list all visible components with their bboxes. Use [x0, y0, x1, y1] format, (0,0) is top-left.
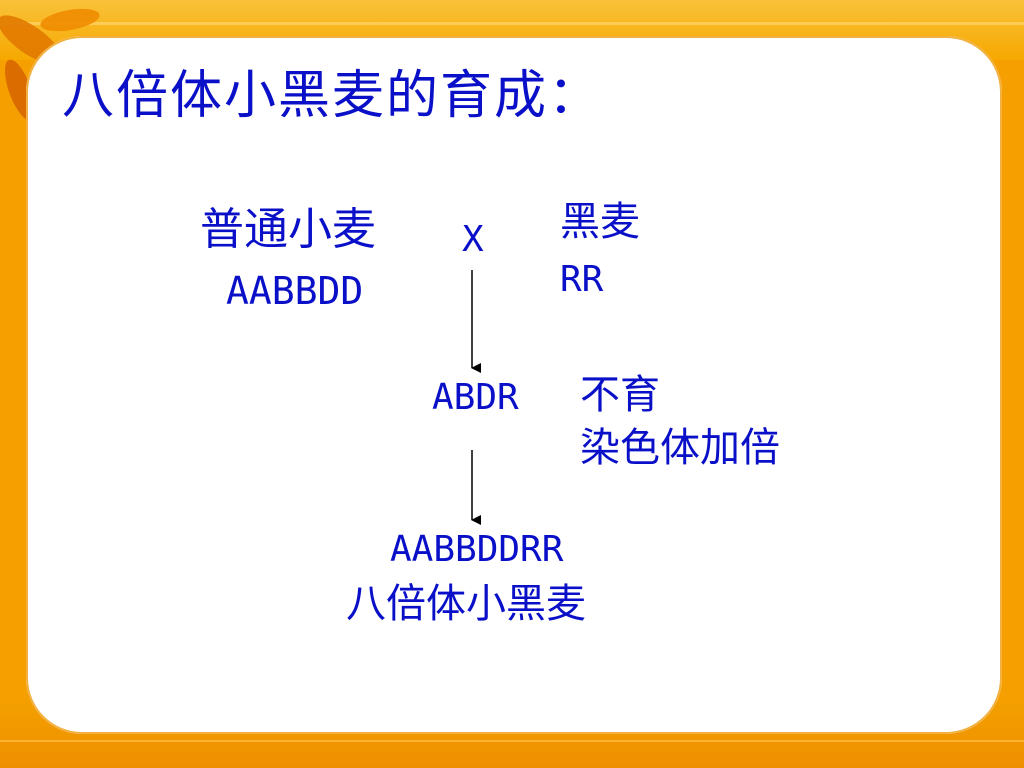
chromosome-doubling-note: 染色体加倍: [580, 425, 780, 471]
parent2-name: 黑麦: [560, 199, 640, 245]
hybrid-sterile-note: 不育: [580, 372, 660, 418]
background-bottom-stripe: [0, 740, 1024, 742]
parent2-genotype: RR: [560, 259, 604, 300]
hybrid-genotype: ABDR: [432, 377, 519, 418]
slide-card: [26, 36, 1002, 734]
background-top-stripe: [0, 22, 1024, 25]
product-name: 八倍体小黑麦: [346, 581, 586, 627]
parent1-genotype: AABBDD: [226, 269, 364, 313]
product-genotype: AABBDDRR: [390, 529, 564, 570]
slide-title: 八倍体小黑麦的育成：: [62, 66, 603, 126]
parent1-name: 普通小麦: [200, 204, 376, 255]
cross-symbol: X: [462, 219, 484, 260]
